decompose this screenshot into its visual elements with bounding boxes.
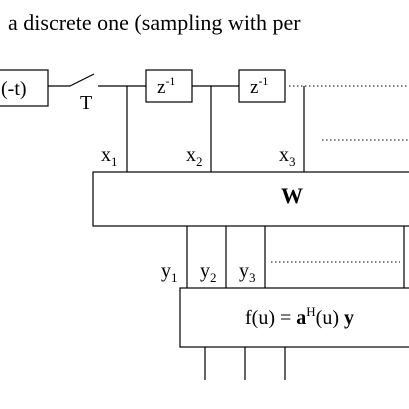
function-block-label: f(u) = aH(u) y [245,304,354,329]
weight-block [92,171,409,227]
switch-label: T [80,92,92,114]
function-block [179,287,409,348]
output-label-y3: y3 [239,260,256,285]
delay-block-2-label: z-1 [250,74,268,98]
output-label-y1: y1 [161,260,178,285]
tap-label-x2: x2 [186,144,203,169]
output-label-y2: y2 [200,260,217,285]
filter-block-label: (-t) [1,78,27,100]
caption-text: a discrete one (sampling with per [8,10,301,35]
delay-block-1-label: z-1 [157,74,175,98]
tap-label-x3: x3 [279,144,296,169]
filter-block [0,69,49,107]
sampling-switch [69,73,95,87]
weight-block-label: W [281,183,303,208]
delay-block-2 [238,69,286,103]
tap-label-x1: x1 [101,144,118,169]
